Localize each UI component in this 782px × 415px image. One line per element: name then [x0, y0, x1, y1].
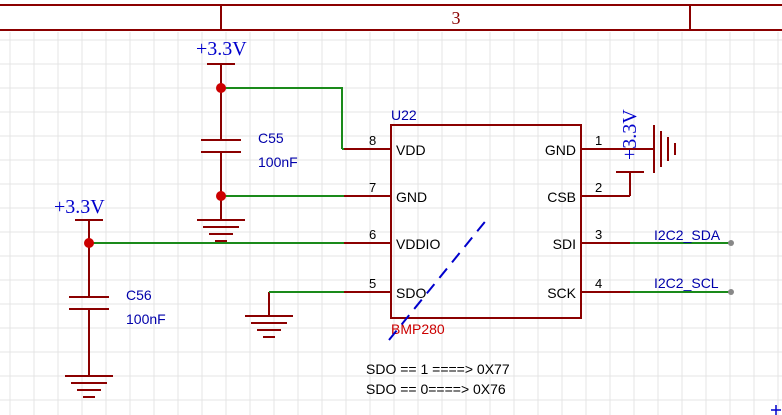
- pin-label-vddio: VDDIO: [396, 236, 440, 252]
- pin-num-5: 5: [369, 276, 376, 291]
- note-sdo-low: SDO == 0====> 0X76: [366, 381, 506, 397]
- pin-num-2: 2: [595, 180, 602, 195]
- dashed-annotation-line: [388, 217, 489, 341]
- ground-symbol-sdo[interactable]: [245, 292, 293, 338]
- power-symbol-top[interactable]: +3.3V: [196, 38, 247, 88]
- pin-label-gnd-left: GND: [396, 189, 427, 205]
- pin-num-4: 4: [595, 276, 602, 291]
- frame-zone-number: 3: [452, 8, 461, 28]
- pin-label-sck: SCK: [547, 285, 576, 301]
- c55-designator: C55: [258, 130, 284, 146]
- pin-label-sdi: SDI: [553, 236, 576, 252]
- net-label-scl[interactable]: I2C2_SCL: [654, 275, 719, 291]
- ground-symbol-c55[interactable]: [197, 196, 245, 242]
- ic-designator: U22: [391, 107, 417, 123]
- background-grid: [0, 32, 782, 415]
- pin-label-gnd-right: GND: [545, 142, 576, 158]
- pin-num-8: 8: [369, 133, 376, 148]
- c56-designator: C56: [126, 287, 152, 303]
- ground-symbol-c56[interactable]: [65, 375, 113, 398]
- capacitor-c56[interactable]: C56 100nF: [69, 243, 166, 376]
- pin-label-csb: CSB: [547, 189, 576, 205]
- c56-value: 100nF: [126, 311, 166, 327]
- net-end-scl[interactable]: [728, 289, 734, 295]
- pin-num-3: 3: [595, 227, 602, 242]
- power-symbol-right-ground[interactable]: +3.3V: [616, 109, 676, 196]
- c55-value: 100nF: [258, 154, 298, 170]
- power-label-top: +3.3V: [196, 38, 247, 60]
- power-label-right: +3.3V: [619, 109, 641, 160]
- pin-label-vdd: VDD: [396, 142, 426, 158]
- junction-gnd: [216, 191, 226, 201]
- junction-vddio: [84, 238, 94, 248]
- junctions: [84, 83, 226, 248]
- pin-num-1: 1: [595, 133, 602, 148]
- sheet-frame: 3: [0, 4, 782, 31]
- wires[interactable]: [89, 87, 731, 293]
- net-label-sda[interactable]: I2C2_SDA: [654, 227, 721, 243]
- junction-vdd: [216, 83, 226, 93]
- net-end-sda[interactable]: [728, 240, 734, 246]
- ic-u22[interactable]: U22 BMP280 8 7 6 5 VDD GND VDDIO SDO 1 2…: [344, 107, 630, 337]
- wire-vdd[interactable]: [221, 87, 343, 149]
- power-label-left: +3.3V: [54, 196, 105, 218]
- note-sdo-high: SDO == 1 ====> 0X77: [366, 361, 510, 377]
- ic-part-name: BMP280: [391, 321, 445, 337]
- power-symbol-left[interactable]: +3.3V: [54, 196, 105, 243]
- pin-label-sdo: SDO: [396, 285, 426, 301]
- pin-num-7: 7: [369, 180, 376, 195]
- capacitor-c55[interactable]: C55 100nF: [201, 88, 298, 196]
- pin-num-6: 6: [369, 227, 376, 242]
- corner-cross-mark: [771, 405, 781, 415]
